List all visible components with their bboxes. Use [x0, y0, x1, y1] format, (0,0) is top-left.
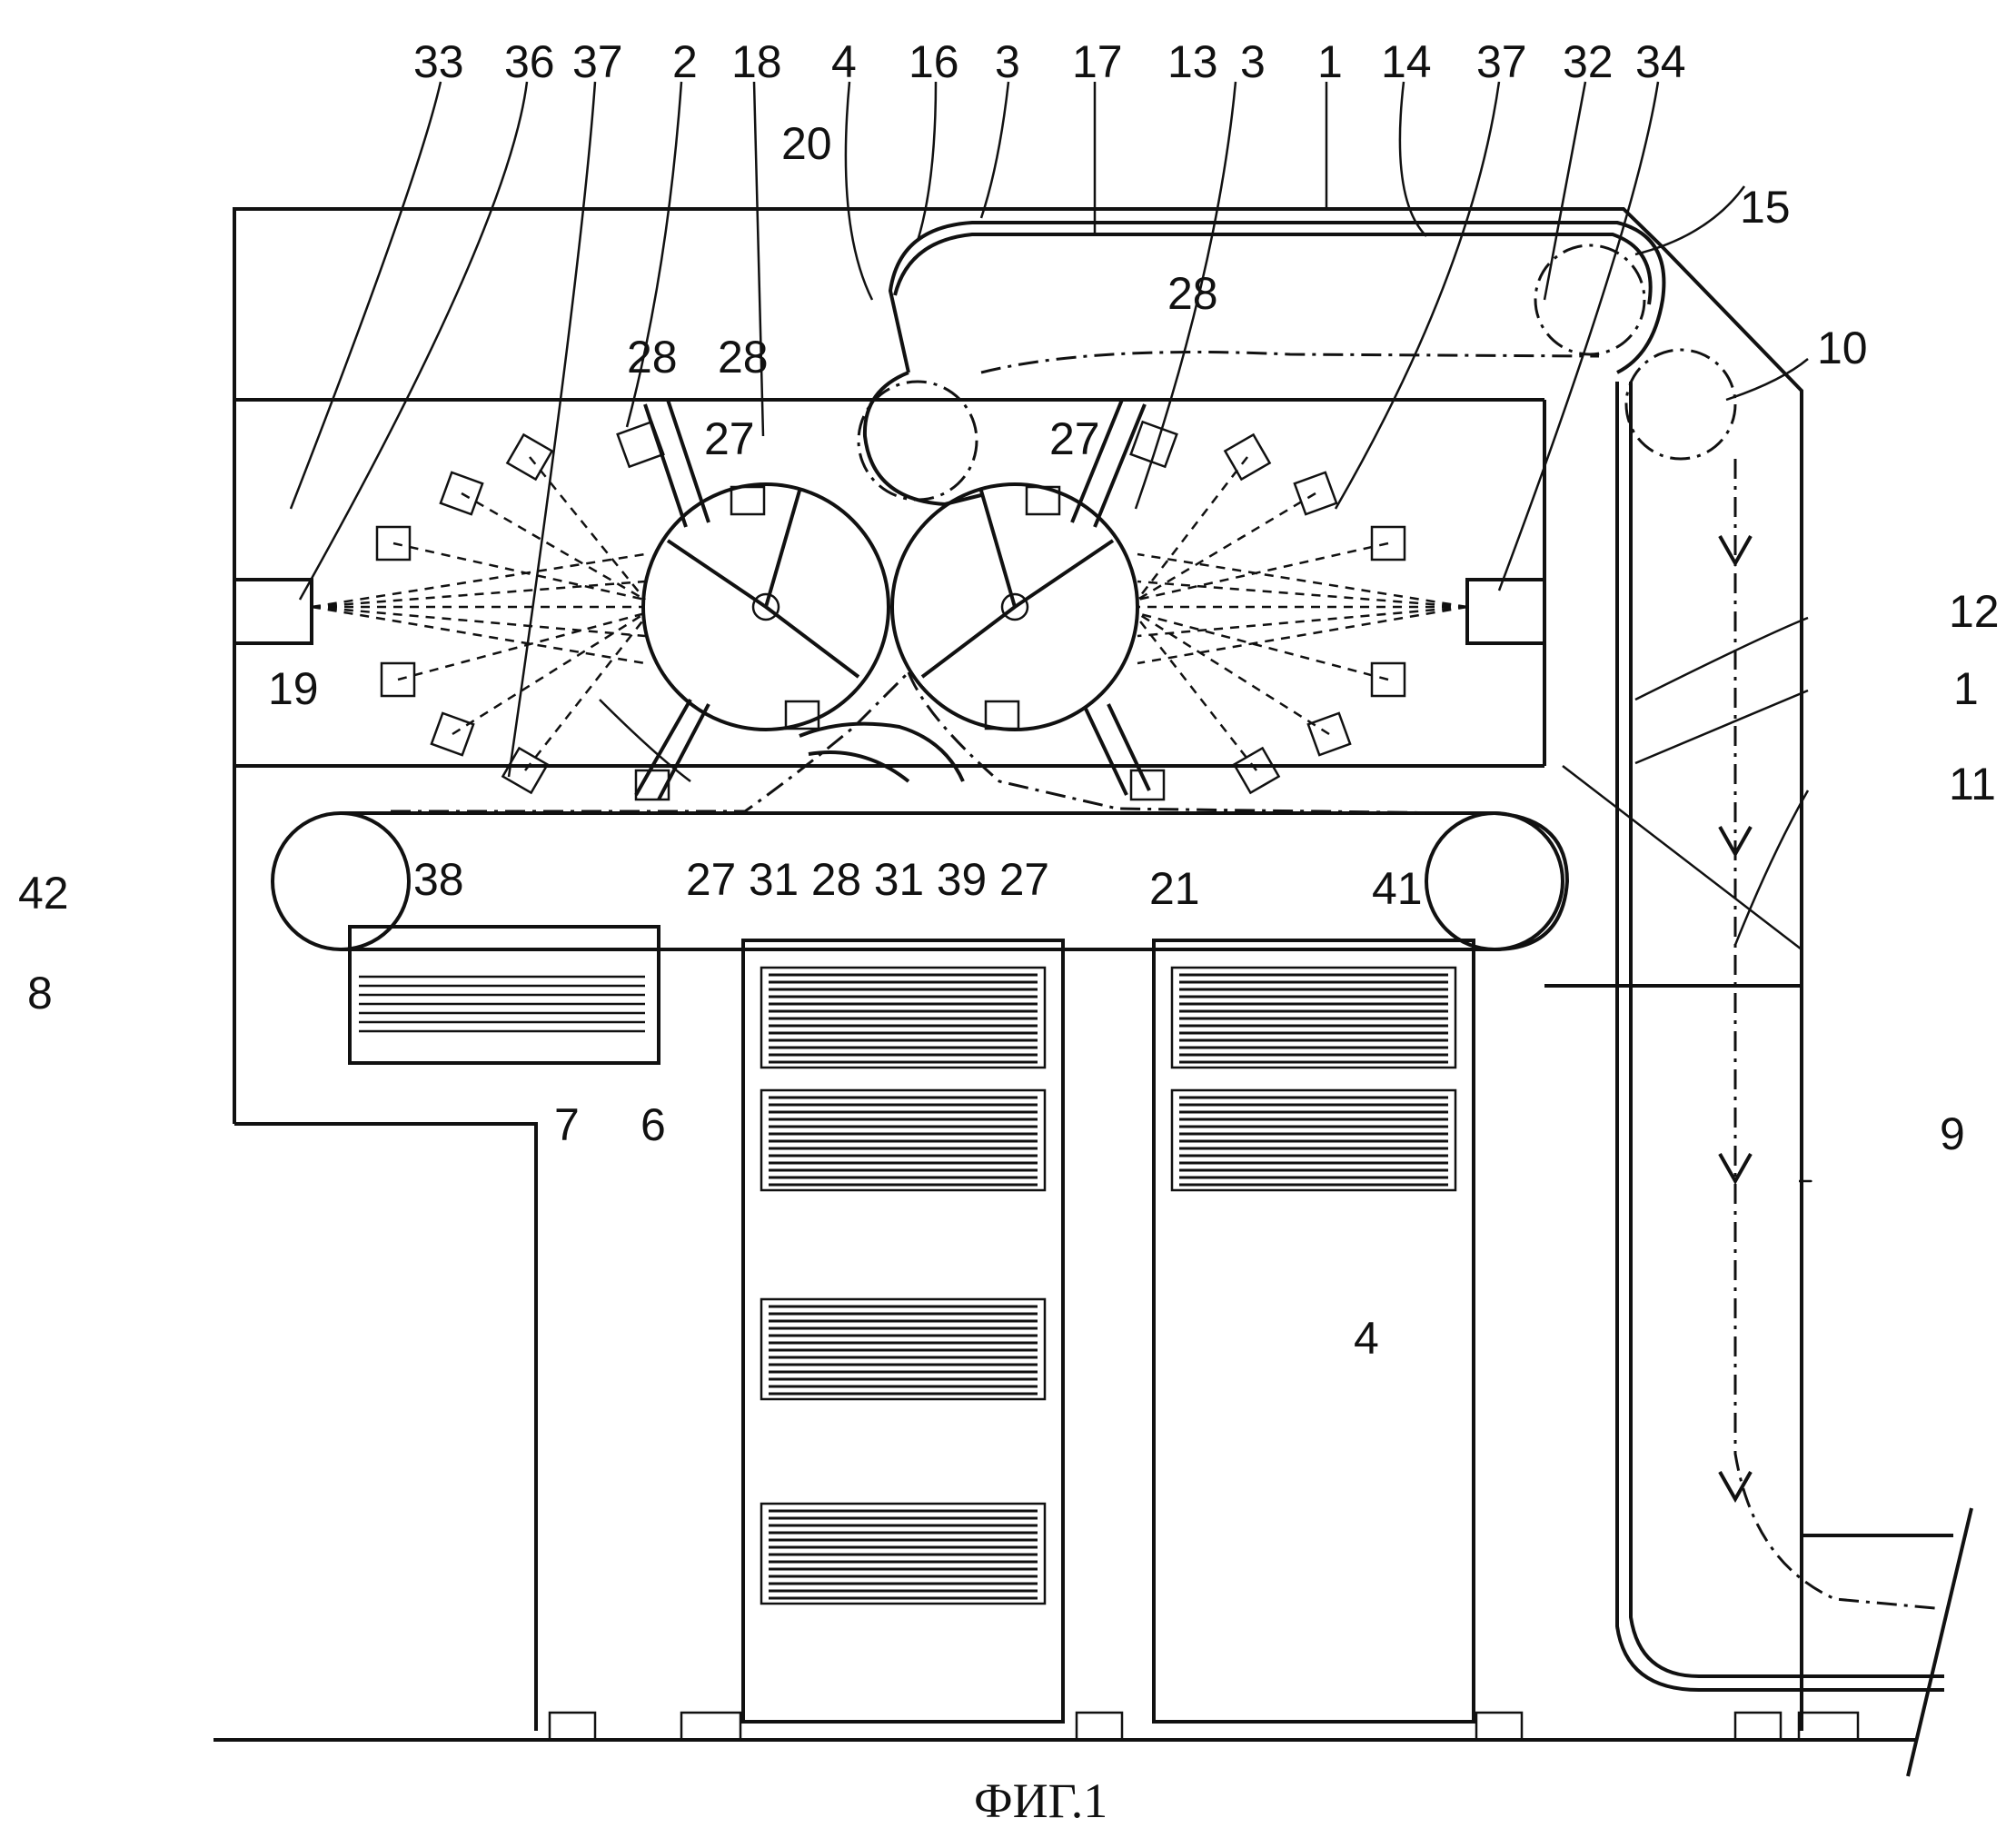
- label-38: 38: [413, 854, 464, 905]
- gripper-arm-left-top: [645, 400, 709, 527]
- leader-lines: [291, 82, 1811, 1181]
- label-20: 20: [781, 118, 832, 169]
- label-37b: 37: [1476, 36, 1527, 87]
- upper-conveyor-inner: [895, 234, 1651, 304]
- label-16: 16: [909, 36, 959, 87]
- foot-right: [1735, 1713, 1781, 1740]
- left-fan-paths: [312, 457, 645, 770]
- cabinet-4: [1154, 940, 1474, 1722]
- label-bottom-group: 27 31 28 31 39 27: [686, 854, 1049, 905]
- label-27b: 27: [1049, 413, 1100, 464]
- label-28c: 28: [718, 332, 769, 383]
- transfer-curve-31: [799, 724, 963, 781]
- feet: [550, 1713, 1522, 1740]
- label-7: 7: [554, 1099, 580, 1150]
- label-21: 21: [1149, 863, 1200, 914]
- label-28a: 28: [1167, 268, 1218, 319]
- label-37a: 37: [572, 36, 623, 87]
- label-12: 12: [1949, 586, 2000, 637]
- label-33: 33: [413, 36, 464, 87]
- label-9: 9: [1940, 1108, 1965, 1159]
- label-42: 42: [18, 868, 69, 919]
- left-side-pocket: [234, 580, 312, 643]
- figure-caption: ФИГ.1: [974, 1773, 1107, 1828]
- label-14: 14: [1381, 36, 1432, 87]
- right-channel-outer: [1617, 382, 1944, 1690]
- label-34: 34: [1635, 36, 1686, 87]
- roll-10: [1626, 350, 1735, 459]
- label-8: 8: [27, 968, 53, 1018]
- label-13: 13: [1167, 36, 1218, 87]
- gripper-arm-left-bottom: [636, 700, 709, 800]
- label-10: 10: [1817, 323, 1868, 373]
- label-11: 11: [1949, 759, 1996, 810]
- label-18: 18: [731, 36, 782, 87]
- chamber-diagonal: [1563, 766, 1802, 949]
- label-19: 19: [268, 663, 319, 714]
- label-15: 15: [1740, 182, 1791, 233]
- roll-41: [1426, 813, 1563, 949]
- housing-lower-left: [234, 1124, 536, 1731]
- label-28b: 28: [627, 332, 678, 383]
- label-6: 6: [641, 1099, 666, 1150]
- lower-conveyor-path: [391, 672, 1454, 813]
- label-36: 36: [504, 36, 555, 87]
- label-3b: 3: [1240, 36, 1266, 87]
- right-side-pocket: [1467, 580, 1544, 643]
- roll-42: [273, 813, 409, 949]
- label-4b: 4: [1354, 1313, 1379, 1364]
- upper-path-dash: [981, 353, 1599, 373]
- label-2: 2: [672, 36, 698, 87]
- stacker-tray: [1802, 1508, 1971, 1776]
- label-41: 41: [1372, 863, 1423, 914]
- label-1a: 1: [1317, 36, 1343, 87]
- drum-18-spokes: [668, 491, 859, 677]
- label-4a: 4: [831, 36, 857, 87]
- gripper-arm-right-bottom: [1086, 704, 1149, 795]
- label-32: 32: [1563, 36, 1614, 87]
- tray-7-hatch: [359, 977, 645, 1031]
- right-delivery-path: [1735, 459, 1935, 1608]
- label-27a: 27: [704, 413, 755, 464]
- label-17: 17: [1072, 36, 1123, 87]
- drum-17-spokes: [922, 491, 1113, 677]
- label-3a: 3: [995, 36, 1020, 87]
- label-1b: 1: [1953, 663, 1979, 714]
- right-channel-inner: [1631, 382, 1944, 1676]
- foot-right-2: [1799, 1713, 1858, 1740]
